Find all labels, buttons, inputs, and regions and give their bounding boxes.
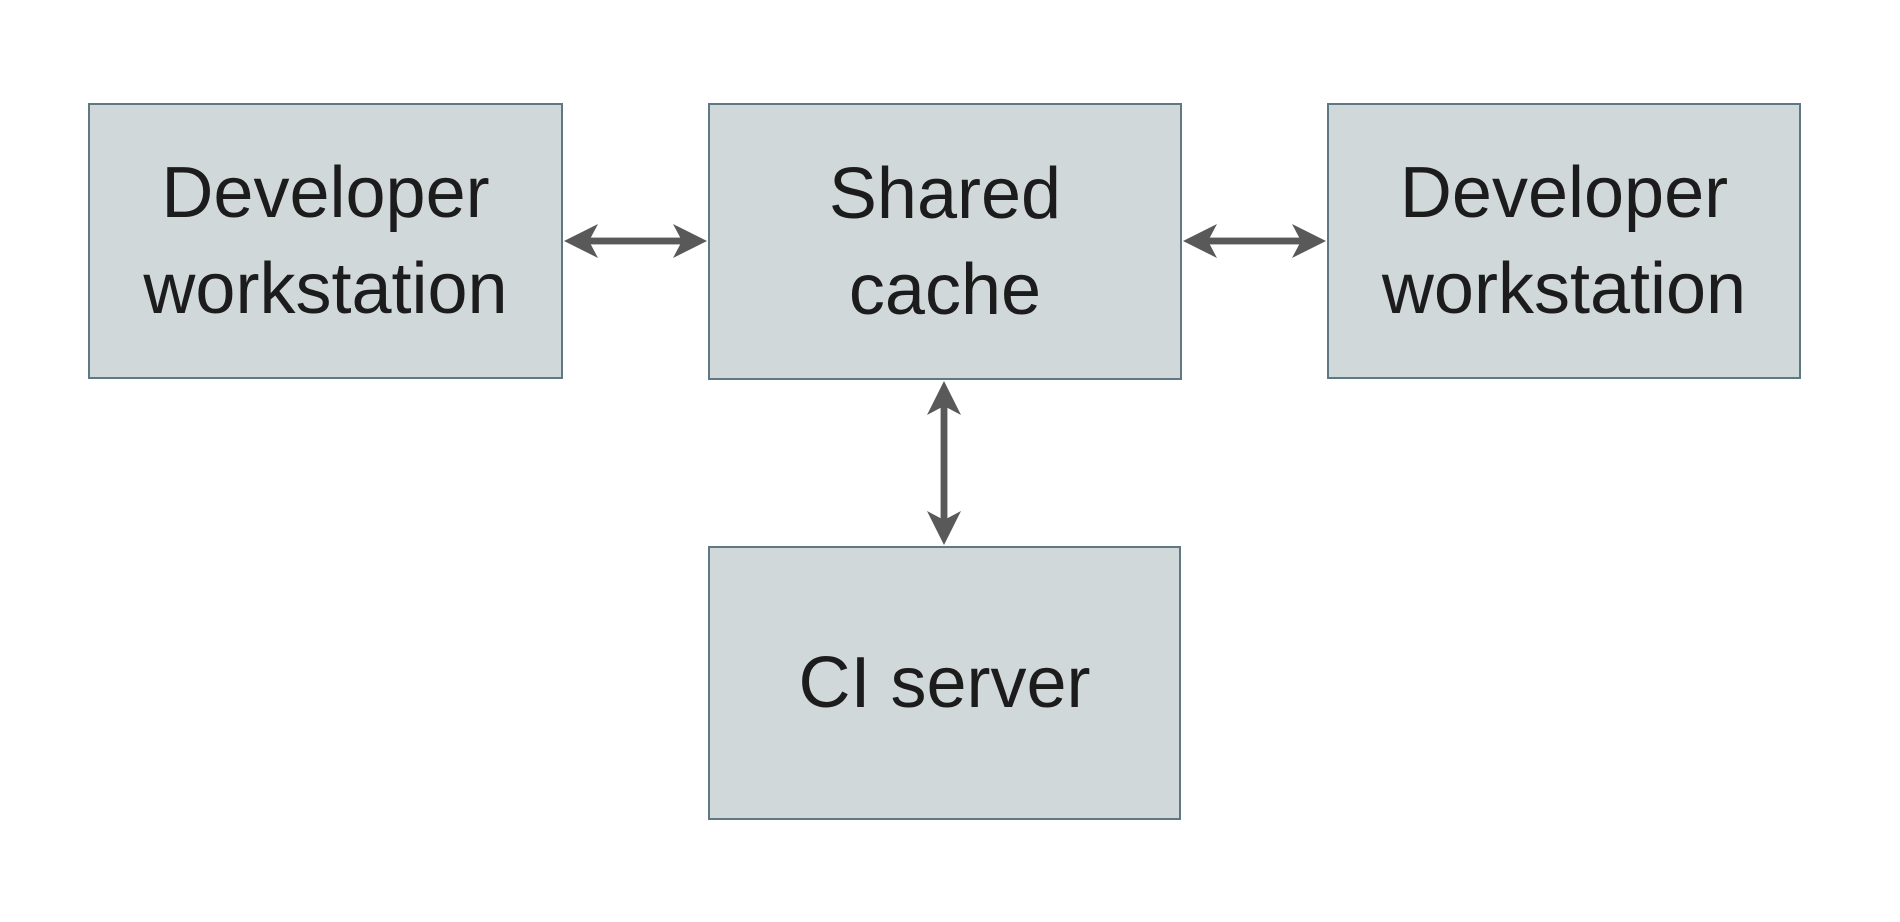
- node-shared-cache: Shared cache: [708, 103, 1182, 380]
- node-ci-server: CI server: [708, 546, 1181, 820]
- node-label-line: Shared: [828, 153, 1062, 234]
- arrow-shared-cache-dev-right-bidirectional: [1183, 224, 1326, 258]
- node-label-line: Developer: [1399, 153, 1729, 233]
- node-label-line: CI server: [798, 643, 1091, 723]
- node-developer-workstation-right: Developer workstation: [1327, 103, 1801, 379]
- node-label-line: workstation: [1381, 249, 1747, 329]
- node-label-line: Developer: [161, 153, 490, 233]
- arrow-shared-cache-ci-server-bidirectional: [927, 381, 961, 545]
- node-label-line: workstation: [143, 249, 508, 329]
- node-developer-workstation-left: Developer workstation: [88, 103, 563, 379]
- node-label-line: cache: [848, 249, 1042, 330]
- arrow-dev-left-shared-cache-bidirectional: [564, 224, 707, 258]
